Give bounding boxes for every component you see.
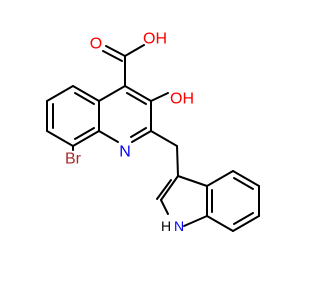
- bond: [74, 127, 95, 140]
- bond: [183, 215, 208, 227]
- bond: [130, 127, 147, 138]
- bond: [232, 215, 260, 232]
- bond: [74, 92, 95, 105]
- acid-hydroxyl-label: OH: [143, 31, 167, 48]
- quinoline-nitrogen-label: N: [119, 144, 131, 161]
- bromine-label: Br: [65, 151, 82, 168]
- bond: [233, 177, 254, 190]
- bond: [72, 85, 100, 102]
- bond: [72, 130, 100, 147]
- bond: [98, 85, 126, 102]
- ring-hydroxyl-label: OH: [170, 91, 194, 108]
- bond: [102, 50, 123, 62]
- bond: [160, 199, 169, 215]
- indole-nitrogen-label: N: [174, 218, 184, 234]
- molecule-structure: O OH OH N Br H N: [46, 31, 260, 234]
- bond: [124, 85, 152, 102]
- bond: [150, 130, 178, 147]
- bond: [150, 92, 169, 102]
- bond: [232, 170, 260, 187]
- bond: [206, 215, 234, 232]
- carbonyl-oxygen-label: O: [90, 36, 102, 53]
- bond: [46, 130, 74, 147]
- bond: [160, 175, 179, 201]
- bond: [105, 45, 126, 57]
- bond: [156, 179, 172, 200]
- bond: [46, 85, 74, 102]
- bond: [124, 44, 145, 57]
- bond: [98, 130, 119, 143]
- bond: [206, 170, 234, 187]
- indole-hydrogen-label: H: [161, 218, 171, 234]
- bond: [176, 145, 179, 177]
- bond: [233, 212, 254, 225]
- bond: [126, 92, 147, 105]
- bond: [177, 175, 208, 187]
- bond: [131, 130, 152, 143]
